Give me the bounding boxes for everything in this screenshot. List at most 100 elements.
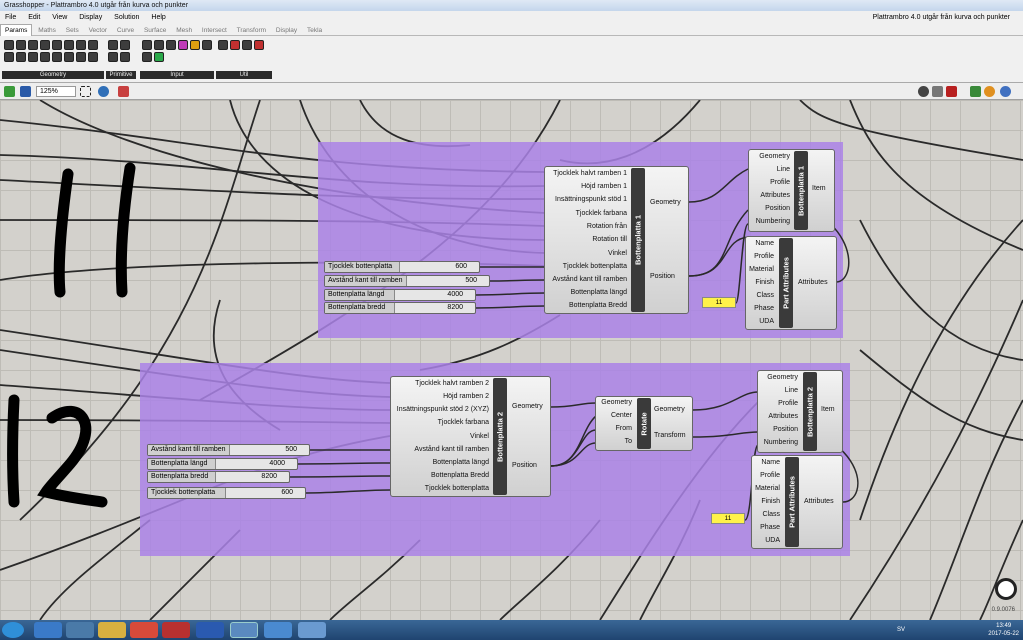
title-bar: Grasshopper - Plattrambro 4.0 utgår från… bbox=[0, 0, 1023, 11]
slider-tjocklek-bottenplatta-1[interactable]: Tjocklek bottenplatta 600 bbox=[324, 261, 480, 273]
input-label: Rotation från bbox=[586, 223, 627, 230]
preview-mode-icon[interactable] bbox=[918, 86, 929, 97]
panel-value-2[interactable]: 11 bbox=[711, 513, 745, 524]
output-label: Item bbox=[821, 406, 835, 413]
component-rotate[interactable]: Geometry Center From To Rotate Geometry … bbox=[595, 396, 693, 451]
tekla-icon[interactable] bbox=[196, 622, 224, 638]
primitive-param-icons[interactable] bbox=[106, 38, 136, 64]
input-label: Material bbox=[749, 266, 774, 273]
component-bottenplatta-2[interactable]: Tjocklek halvt ramben 2 Höjd ramben 2 In… bbox=[390, 376, 551, 497]
tab-sets[interactable]: Sets bbox=[65, 27, 79, 34]
input-label: Bottenplatta längd bbox=[570, 289, 627, 296]
input-label: Bottenplatta Bredd bbox=[569, 302, 627, 309]
document-title: Plattrambro 4.0 utgår från kurva och pun… bbox=[872, 14, 1010, 21]
input-label: Material bbox=[755, 485, 780, 492]
tab-tekla[interactable]: Tekla bbox=[306, 27, 323, 34]
canvas[interactable]: 11 12 bbox=[0, 100, 1023, 620]
mesh-quality-icon[interactable] bbox=[970, 86, 981, 97]
language-indicator[interactable]: SV bbox=[896, 627, 905, 633]
clock-time: 13:49 bbox=[996, 623, 1012, 629]
slider-avstand-kant-1[interactable]: Avstånd kant till ramben 500 bbox=[324, 275, 490, 287]
start-button[interactable] bbox=[2, 622, 24, 638]
component-part-attributes-1[interactable]: Name Profile Material Finish Class Phase… bbox=[745, 236, 837, 330]
tab-curve[interactable]: Curve bbox=[116, 27, 135, 34]
tab-maths[interactable]: Maths bbox=[38, 27, 56, 34]
input-label: Numbering bbox=[755, 218, 790, 225]
ie-icon[interactable] bbox=[34, 622, 62, 638]
save-icon[interactable] bbox=[20, 86, 31, 97]
clock-date: 2017-05-22 bbox=[988, 631, 1019, 637]
slider-bottenplatta-bredd-2[interactable]: Bottenplatta bredd 8200 bbox=[147, 471, 290, 483]
input-label: Class bbox=[756, 292, 774, 299]
open-icon[interactable] bbox=[4, 86, 15, 97]
output-label: Position bbox=[512, 462, 537, 469]
panel-value-1[interactable]: 11 bbox=[702, 297, 736, 308]
component-name-bar: Bottenplatta 2 bbox=[803, 372, 817, 451]
slider-bottenplatta-langd-2[interactable]: Bottenplatta längd 4000 bbox=[147, 458, 298, 470]
input-label: Class bbox=[762, 511, 780, 518]
slider-tjocklek-bottenplatta-2[interactable]: Tjocklek bottenplatta 600 bbox=[147, 487, 306, 499]
input-label: Name bbox=[761, 459, 780, 466]
wire-mode-icon[interactable] bbox=[932, 86, 943, 97]
preview-eye-icon[interactable] bbox=[98, 86, 109, 97]
tab-intersect[interactable]: Intersect bbox=[201, 27, 227, 34]
ribbon: Geometry Primitive Input Util bbox=[0, 36, 1023, 83]
input-label: Profile bbox=[754, 253, 774, 260]
slider-avstand-kant-2[interactable]: Avstånd kant till ramben 500 bbox=[147, 444, 310, 456]
input-label: Position bbox=[765, 205, 790, 212]
input-label: Line bbox=[784, 387, 798, 394]
component-name-bar: Bottenplatta 1 bbox=[794, 151, 808, 230]
ribbon-group-geometry: Geometry bbox=[2, 38, 104, 79]
grasshopper-icon[interactable] bbox=[230, 622, 258, 638]
tab-vector[interactable]: Vector bbox=[88, 27, 107, 34]
input-param-icons[interactable] bbox=[140, 38, 214, 64]
geometry-param-icons[interactable] bbox=[2, 38, 104, 64]
zoom-extents-icon[interactable] bbox=[80, 86, 91, 97]
menu-help[interactable]: Help bbox=[151, 14, 166, 21]
input-label: Geometry bbox=[767, 374, 798, 381]
shaded-icon[interactable] bbox=[984, 86, 995, 97]
chrome-icon[interactable] bbox=[130, 622, 158, 638]
component-name-bar: Rotate bbox=[637, 398, 651, 449]
input-label: Tjocklek bottenplatta bbox=[424, 485, 489, 492]
rhino-icon[interactable] bbox=[298, 622, 326, 638]
media-player-icon[interactable] bbox=[66, 622, 94, 638]
component-tekla-beam-2[interactable]: Geometry Line Profile Attributes Positio… bbox=[757, 370, 843, 453]
menu-file[interactable]: File bbox=[5, 14, 17, 21]
input-label: Avstånd kant till ramben bbox=[414, 446, 489, 453]
input-label: Tjocklek halvt ramben 2 bbox=[415, 380, 489, 387]
util-param-icons[interactable] bbox=[216, 38, 272, 52]
component-part-attributes-2[interactable]: Name Profile Material Finish Class Phase… bbox=[751, 455, 843, 549]
input-label: Geometry bbox=[601, 399, 632, 406]
acrobat-icon[interactable] bbox=[162, 622, 190, 638]
menu-solution[interactable]: Solution bbox=[114, 14, 140, 21]
sketch-icon[interactable] bbox=[118, 86, 129, 97]
menu-display[interactable]: Display bbox=[79, 14, 103, 21]
component-bottenplatta-1[interactable]: Tjocklek halvt ramben 1 Höjd ramben 1 In… bbox=[544, 166, 689, 314]
input-label: Bottenplatta Bredd bbox=[431, 472, 489, 479]
tab-transform[interactable]: Transform bbox=[236, 27, 267, 34]
component-tekla-beam-1[interactable]: Geometry Line Profile Attributes Positio… bbox=[748, 149, 835, 232]
selected-preview-icon[interactable] bbox=[946, 86, 957, 97]
radial-menu-icon[interactable] bbox=[995, 578, 1017, 600]
explorer-icon[interactable] bbox=[98, 622, 126, 638]
input-label: Finish bbox=[761, 498, 780, 505]
input-label: Insättningspunkt stöd 1 bbox=[555, 196, 627, 203]
input-label: Tjocklek bottenplatta bbox=[562, 263, 627, 270]
slider-bottenplatta-bredd-1[interactable]: Bottenplatta bredd 8200 bbox=[324, 302, 476, 314]
app-icon[interactable] bbox=[264, 622, 292, 638]
input-label: Profile bbox=[778, 400, 798, 407]
canvas-toolbar: 125% bbox=[0, 83, 1023, 100]
tab-surface[interactable]: Surface bbox=[143, 27, 167, 34]
tab-display[interactable]: Display bbox=[275, 27, 298, 34]
output-label: Geometry bbox=[650, 199, 681, 206]
slider-bottenplatta-langd-1[interactable]: Bottenplatta längd 4000 bbox=[324, 289, 476, 301]
input-label: From bbox=[615, 425, 632, 432]
zoom-select[interactable]: 125% bbox=[36, 86, 76, 97]
input-label: Insättningspunkt stöd 2 (XYZ) bbox=[396, 406, 489, 413]
menu-edit[interactable]: Edit bbox=[28, 14, 41, 21]
tab-mesh[interactable]: Mesh bbox=[176, 27, 193, 34]
menu-view[interactable]: View bbox=[52, 14, 68, 21]
render-icon[interactable] bbox=[1000, 86, 1011, 97]
input-label: Vinkel bbox=[470, 433, 489, 440]
